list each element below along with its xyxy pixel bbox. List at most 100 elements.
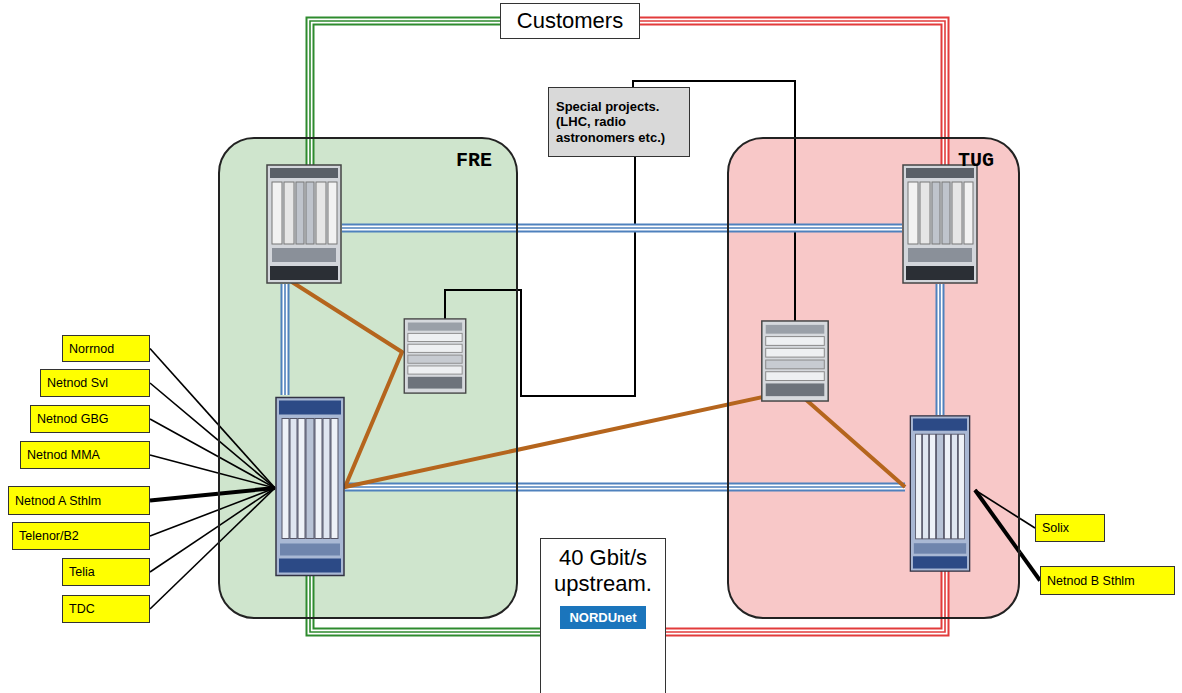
link-connector (150, 494, 218, 501)
line-stroke (943, 570, 948, 619)
peer-box: Solix (1035, 514, 1105, 542)
line-stroke (310, 21, 500, 137)
line-stroke (944, 137, 946, 166)
link-connector (150, 526, 218, 572)
node-text: Netnod B Sthlm (1047, 574, 1135, 588)
wire-continuation (945, 570, 946, 619)
line-stroke (941, 137, 950, 166)
line-stroke (944, 570, 946, 619)
line-stroke (309, 576, 311, 619)
wire-continuation (310, 137, 311, 166)
wire-continuation (218, 488, 275, 543)
line-stroke (666, 619, 945, 632)
line-stroke (941, 570, 950, 619)
link-connector (666, 619, 945, 632)
line-stroke (1020, 553, 1040, 581)
upstream-box: 40 Gbit/s upstream. NORDUnet (540, 538, 666, 693)
line-stroke (218, 488, 275, 526)
node-text: 40 Gbit/s upstream. (541, 545, 665, 598)
line-stroke (310, 619, 540, 632)
line-stroke (218, 440, 275, 488)
link-connector (150, 510, 218, 536)
line-stroke (309, 137, 311, 166)
node-text: Netnod A Sthlm (15, 494, 101, 508)
link-connector (310, 21, 500, 137)
router-fre-top (267, 165, 341, 283)
node-text: TUG (753, 149, 994, 172)
node-text: Telia (69, 565, 95, 579)
peer-box: Telia (62, 558, 150, 586)
link-connector (150, 419, 218, 457)
node-text: Norrnod (69, 342, 114, 356)
line-stroke (308, 576, 313, 619)
line-stroke (150, 383, 218, 440)
line-stroke (150, 510, 218, 536)
line-stroke (975, 490, 1020, 519)
line-stroke (1020, 519, 1035, 529)
line-stroke (975, 490, 1020, 553)
line-stroke (310, 619, 540, 632)
internal-links (292, 282, 905, 487)
line-stroke (445, 290, 518, 319)
node-text: Special projects. (LHC, radio astronomer… (556, 99, 682, 146)
wire-continuation (218, 424, 275, 488)
node-text: Solix (1042, 521, 1069, 535)
link-connector (150, 543, 218, 609)
link-connector (1020, 553, 1040, 581)
wire-continuation (445, 290, 518, 319)
site-region: FRE (218, 137, 518, 619)
line-stroke (310, 21, 500, 137)
line-stroke (150, 494, 218, 501)
link-connector (310, 619, 540, 632)
line-stroke (150, 419, 218, 457)
node-text: Customers (517, 8, 623, 34)
link-connector (150, 383, 218, 440)
line-stroke (150, 349, 218, 425)
peer-box: TDC (62, 595, 150, 623)
peer-box: Norrnod (62, 335, 150, 362)
line-stroke (310, 619, 540, 632)
router-tug-peering (910, 416, 969, 571)
node-text: TDC (69, 602, 95, 616)
peer-box: Netnod B Sthlm (1040, 566, 1175, 595)
node-text: FRE (244, 149, 492, 172)
router-tug-top (903, 165, 977, 283)
backbone-links (285, 228, 940, 487)
wire-continuation (218, 488, 275, 526)
line-stroke (518, 157, 635, 396)
router-fre-peering (276, 398, 344, 576)
line-stroke (943, 137, 948, 166)
wire-continuation (975, 490, 1020, 553)
line-stroke (218, 457, 275, 489)
switch-tug (762, 321, 828, 401)
node-text: Telenor/B2 (19, 529, 79, 543)
line-stroke (218, 473, 275, 488)
line-stroke (308, 137, 313, 166)
wire-continuation (310, 576, 311, 619)
line-stroke (310, 21, 500, 137)
site-region: TUG (727, 137, 1020, 619)
fre-fill (219, 138, 517, 618)
link-connector (518, 157, 635, 396)
peer-box: Netnod GBG (30, 405, 150, 433)
logo-text: NORDUnet (560, 606, 645, 629)
line-stroke (306, 576, 315, 619)
wire-continuation (975, 490, 1020, 519)
node-text: Netnod MMA (27, 448, 100, 462)
label-box: Customers (500, 3, 640, 39)
line-stroke (218, 488, 275, 543)
wire-continuation (945, 137, 946, 166)
node-text: Netnod GBG (37, 412, 109, 426)
line-stroke (150, 526, 218, 572)
node-text: Netnod Svl (47, 376, 108, 390)
peer-box: Netnod MMA (20, 441, 150, 469)
link-connector (150, 455, 218, 473)
line-stroke (218, 424, 275, 488)
line-stroke (150, 455, 218, 473)
line-stroke (150, 543, 218, 609)
line-stroke (306, 137, 315, 166)
project-box: Special projects. (LHC, radio astronomer… (548, 87, 690, 157)
wire-continuation (218, 457, 275, 489)
peer-box: Telenor/B2 (12, 522, 150, 550)
